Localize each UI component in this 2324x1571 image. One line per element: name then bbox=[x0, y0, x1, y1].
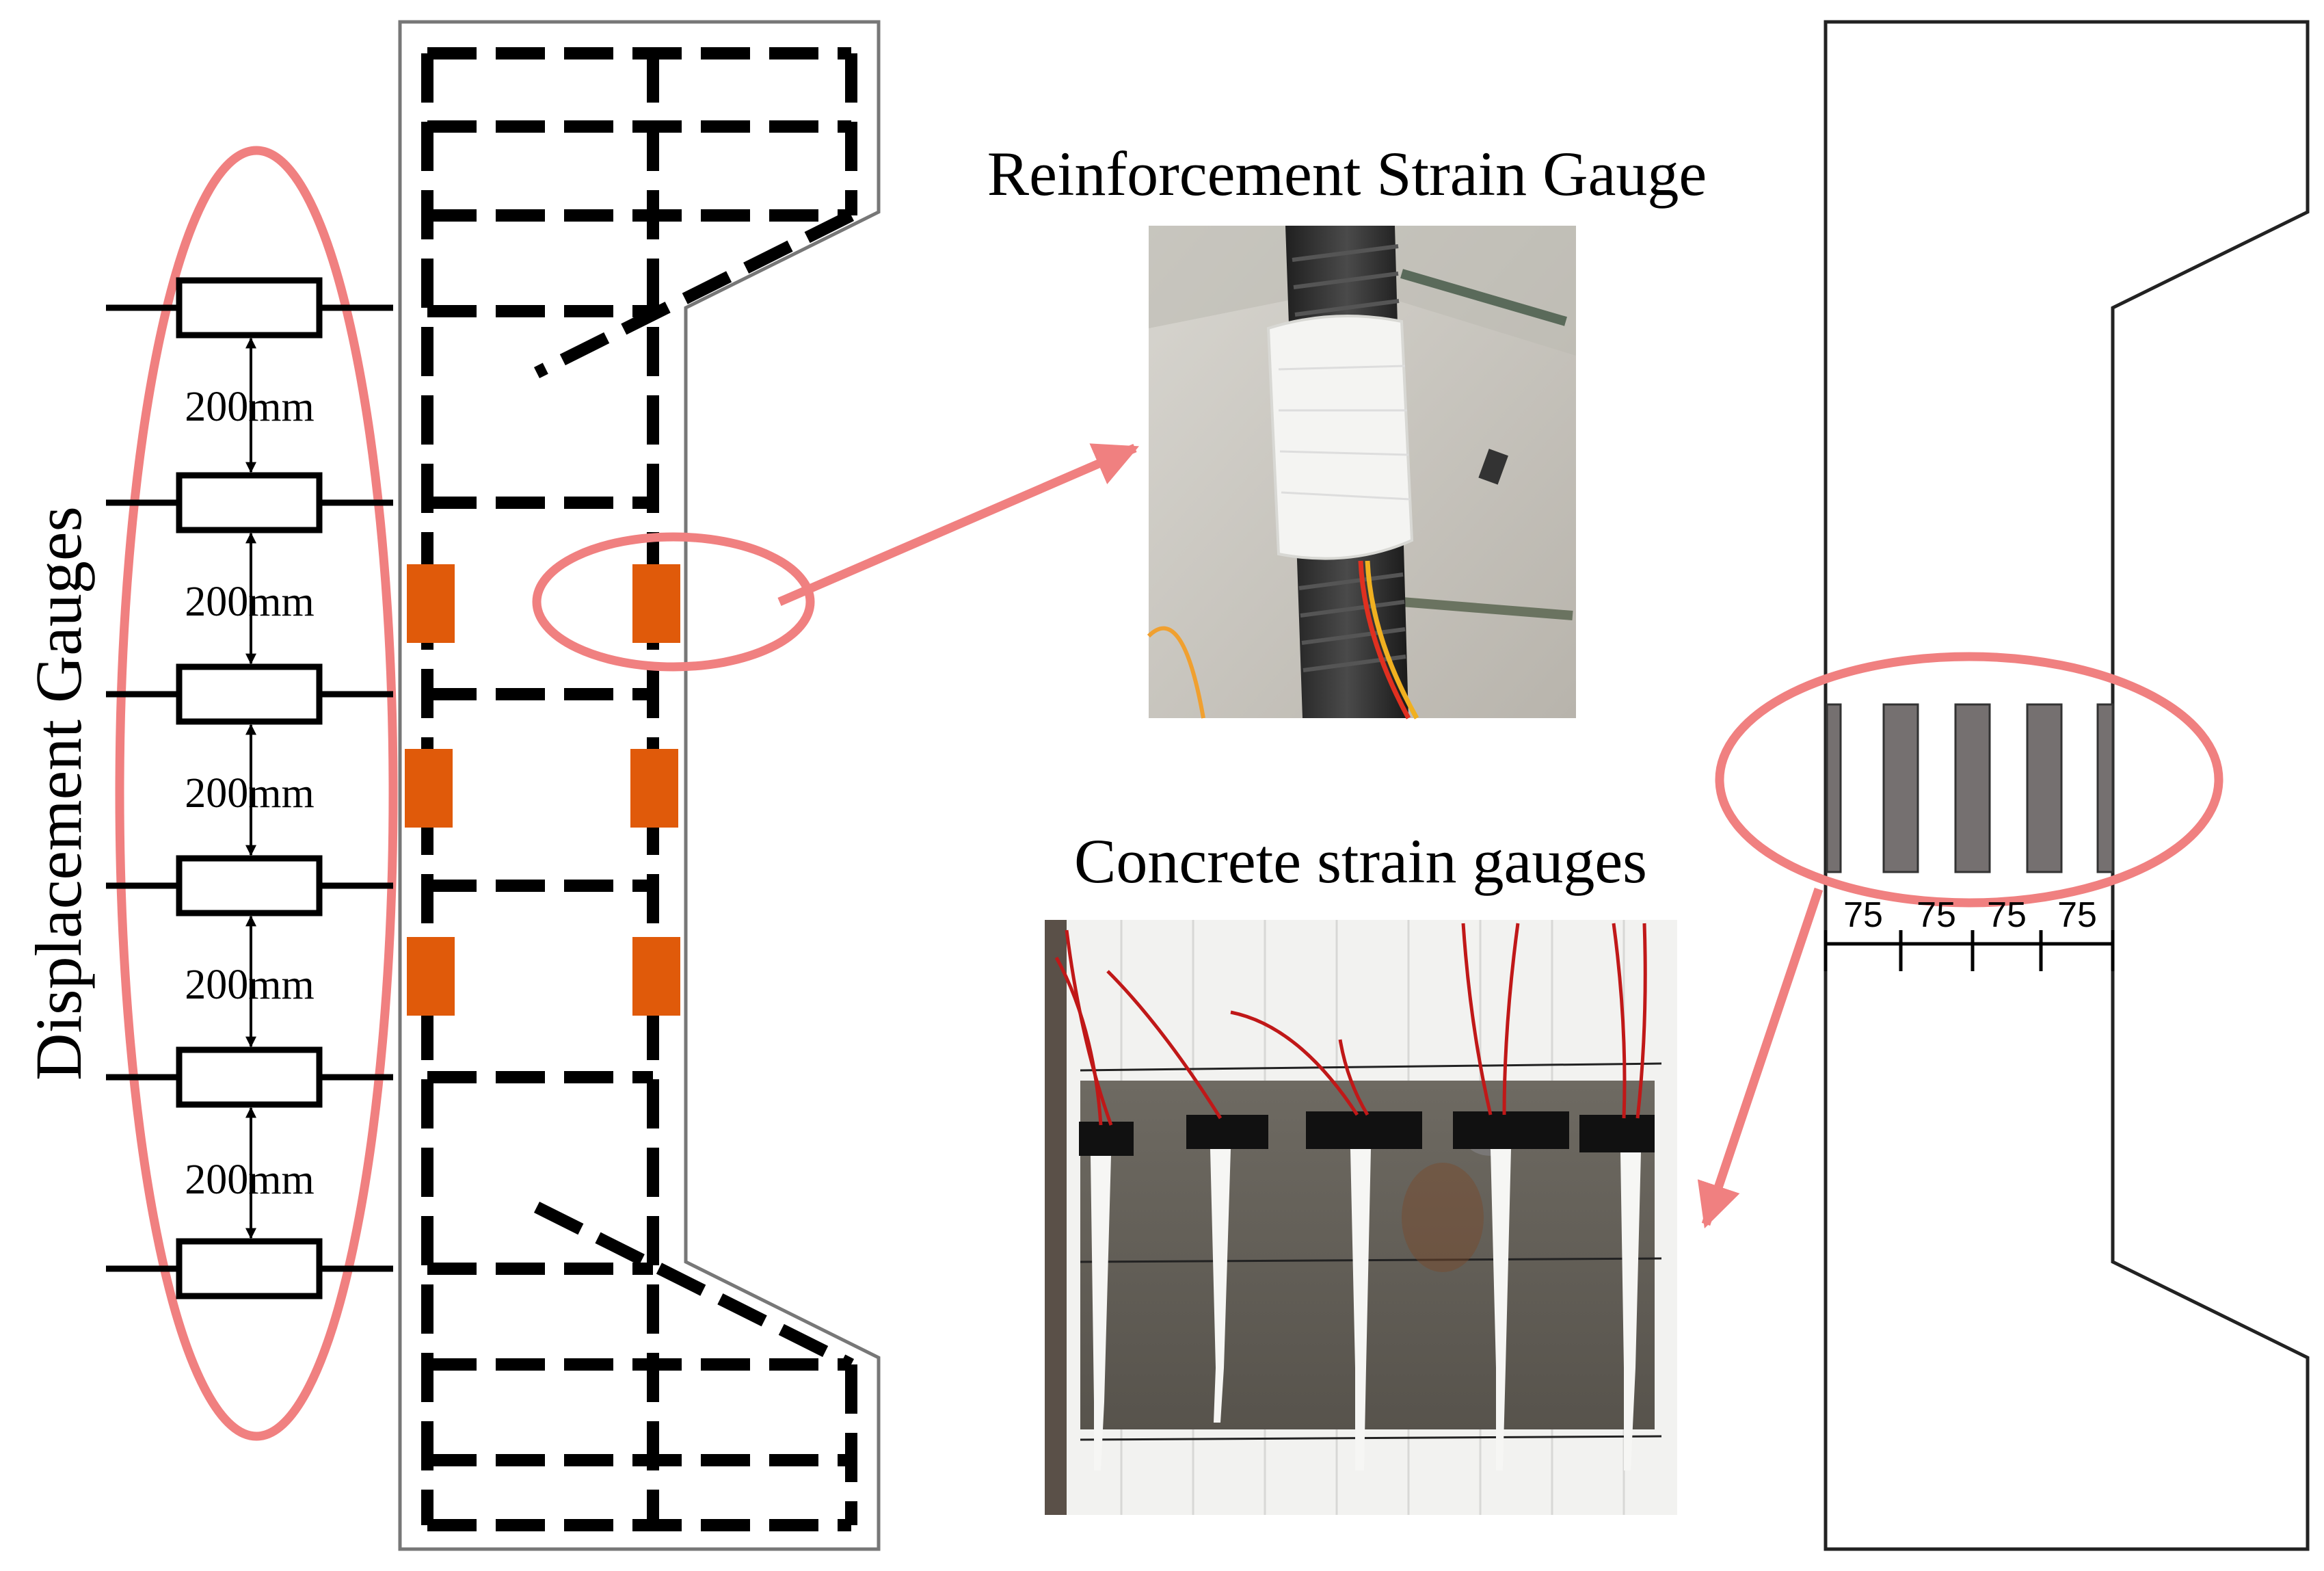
reinforcement-strain-gauge-photo bbox=[1147, 226, 1576, 720]
specimen-side-outline bbox=[1824, 20, 2310, 1551]
steel-gauge bbox=[630, 749, 678, 828]
concrete-strain-gauge bbox=[2026, 703, 2063, 873]
gauge-spacing-label: 75 bbox=[2057, 895, 2097, 935]
specimen-side-view: 75 75 75 75 bbox=[1697, 20, 2310, 1551]
steel-strain-gauges bbox=[405, 564, 680, 1016]
displacement-gauges-label: Displacement Gauges bbox=[22, 506, 95, 1081]
displacement-gauge bbox=[176, 663, 323, 725]
concrete-strain-gauges-photo bbox=[1045, 920, 1677, 1515]
gauge-spacing-label: 75 bbox=[1843, 895, 1883, 935]
displacement-gauge bbox=[176, 277, 323, 339]
reinforcement-strain-gauge-title: Reinforcement Strain Gauge bbox=[987, 139, 1707, 209]
gauge-spacing-label: 75 bbox=[1987, 895, 2027, 935]
concrete-strain-gauge bbox=[1826, 703, 1842, 873]
reinforcement-cage bbox=[421, 47, 857, 1531]
gauge-spacing-dimension bbox=[1824, 930, 2115, 971]
spacing-label: 200mm bbox=[185, 579, 314, 625]
concrete-strain-gauge bbox=[1882, 703, 1919, 873]
displacement-gauge bbox=[176, 472, 323, 533]
pointer-arrow-to-concrete-photo bbox=[1697, 887, 1824, 1229]
concrete-strain-gauges-title: Concrete strain gauges bbox=[1074, 826, 1647, 896]
rebar-gauge-highlight bbox=[532, 532, 815, 672]
spacing-label: 200mm bbox=[185, 384, 314, 430]
concrete-gauges-highlight bbox=[1715, 652, 2223, 908]
spacing-label: 200mm bbox=[185, 770, 314, 817]
steel-gauge bbox=[407, 564, 455, 643]
concrete-strain-gauge bbox=[2096, 703, 2114, 873]
pointer-arrow-to-rebar-photo bbox=[777, 443, 1139, 606]
gauge-spacing-label: 75 bbox=[1916, 895, 1956, 935]
steel-gauge bbox=[632, 564, 680, 643]
specimen-outline bbox=[398, 20, 881, 1551]
spacing-label: 200mm bbox=[185, 1157, 314, 1203]
spacing-label: 200mm bbox=[185, 962, 314, 1008]
displacement-gauges-highlight bbox=[115, 146, 398, 1441]
displacement-gauges: 200mm 200mm 200mm 200mm 200mm Displaceme… bbox=[22, 146, 398, 1441]
steel-gauge bbox=[405, 749, 453, 828]
displacement-gauge bbox=[176, 1238, 323, 1299]
displacement-gauge bbox=[176, 1046, 323, 1108]
steel-gauge bbox=[407, 937, 455, 1016]
concrete-strain-gauge bbox=[1954, 703, 1991, 873]
displacement-gauge bbox=[176, 855, 323, 916]
steel-gauge bbox=[632, 937, 680, 1016]
specimen-elevation bbox=[398, 20, 1139, 1551]
